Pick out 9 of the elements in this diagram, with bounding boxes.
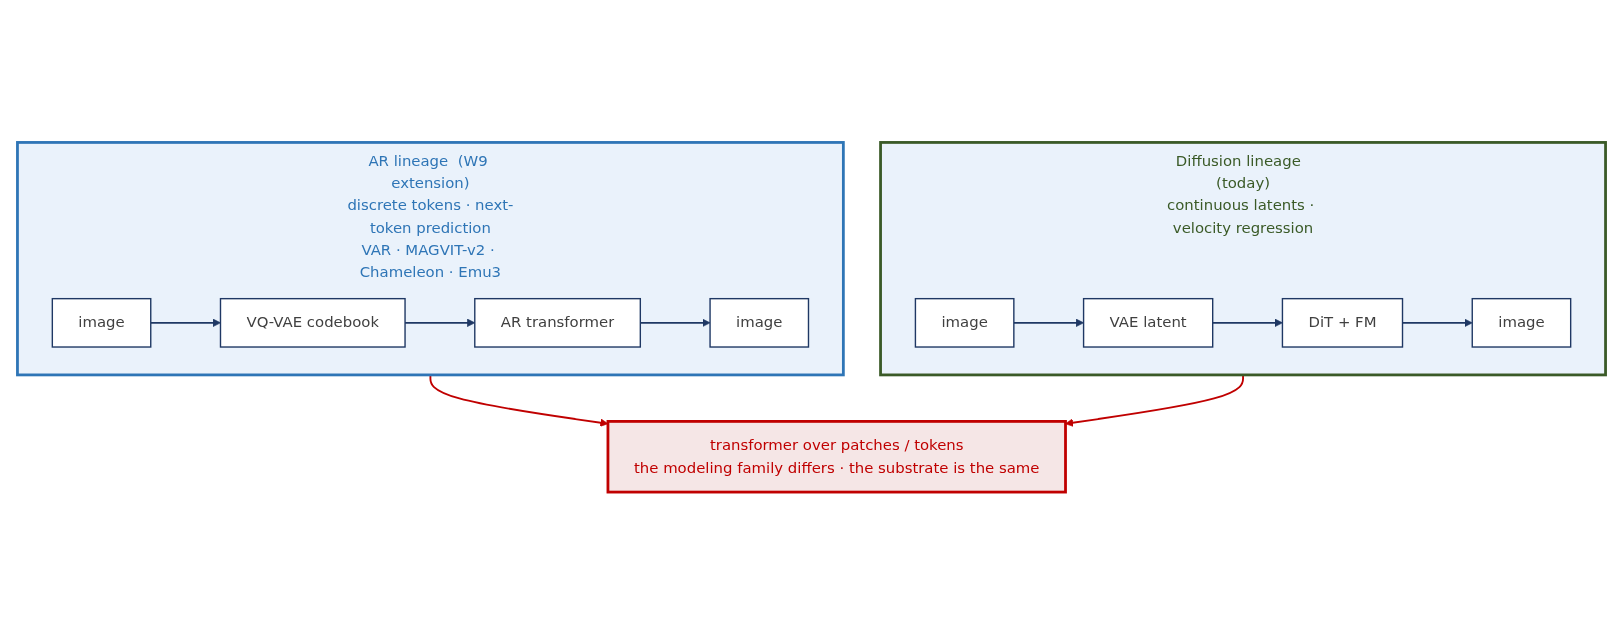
node-box: VQ-VAE codebook	[219, 298, 406, 348]
node-box: transformer over patches / tokens the modeling family differs · the substrate is the same	[606, 420, 1067, 494]
node-box: AR transformer	[474, 298, 641, 348]
node-box: DiT + FM	[1281, 298, 1404, 348]
node-box: image	[914, 298, 1015, 348]
node-box: VAE latent	[1082, 298, 1214, 348]
node-box: image	[51, 298, 152, 348]
node-box: image	[709, 298, 810, 348]
node-box: image	[1471, 298, 1572, 348]
